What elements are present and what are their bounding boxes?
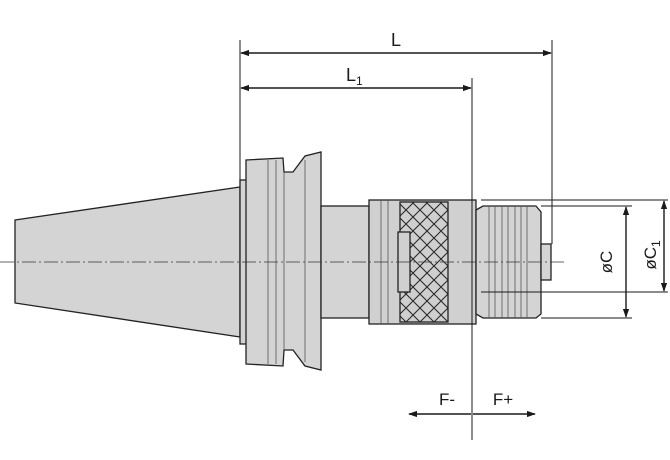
flange	[245, 151, 322, 371]
label-L: L	[391, 30, 401, 50]
label-f-plus: F+	[493, 390, 513, 409]
label-f-minus: F-	[439, 390, 455, 409]
label-C1: øC1	[641, 240, 663, 270]
label-L1: L1	[346, 65, 363, 88]
label-C: øC	[597, 251, 616, 274]
